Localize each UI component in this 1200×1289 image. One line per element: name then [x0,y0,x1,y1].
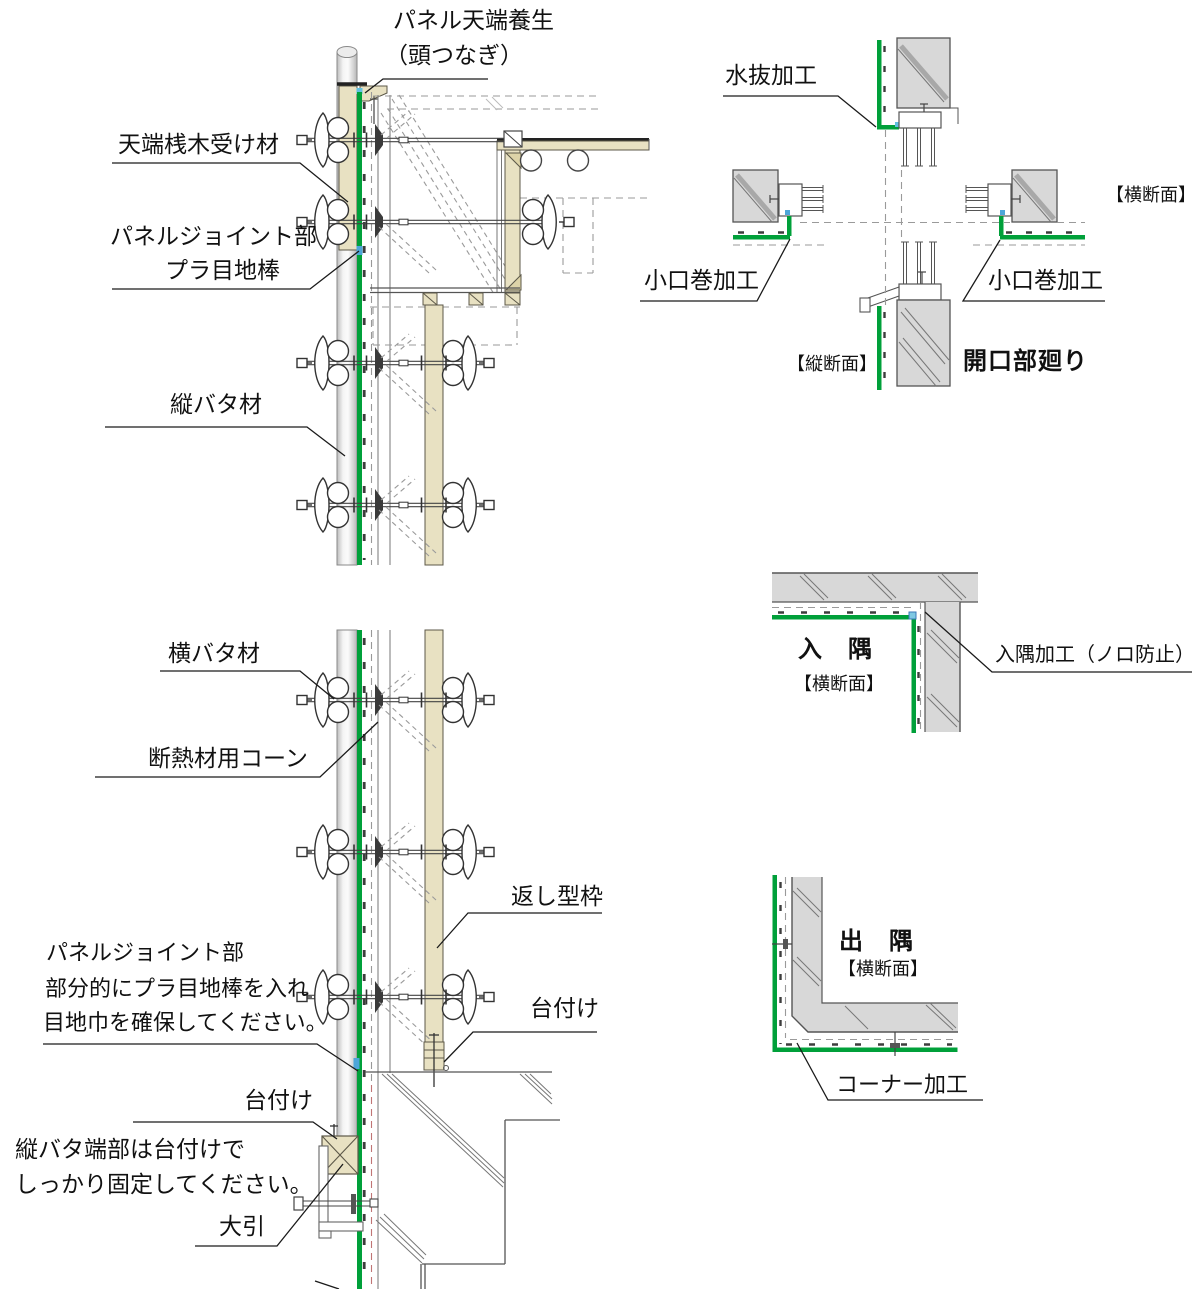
label-inside-corner-processing: 入隅加工（ノロ防止） [995,644,1195,666]
label-corner-processing: コーナー加工 [836,1072,969,1097]
inside-corner-hatch [799,573,967,728]
label-top-batten-receiver: 天端桟木受け材 [118,131,279,157]
slab-dashed-lines [373,95,649,274]
panel-face-green-lower [357,630,362,1289]
note-fix-line1: 縦バタ端部は台付けで [15,1136,245,1162]
wall-section-drawing [293,46,650,1289]
label-horizontal-waler: 横バタ材 [168,640,260,666]
note-joint-line2: 部分的にプラ目地棒を入れ [45,976,310,1001]
caption-vertical-section: 【縦断面】 [787,354,877,374]
panel-face-green-upper [357,92,362,565]
title-outside-corner: 出 隅 [839,928,914,955]
title-opening-detail: 開口部廻り [963,348,1088,375]
label-panel-top-care-2: （頭つなぎ） [385,42,523,68]
footing-outline [365,1071,560,1289]
label-plastic-joint-bar: プラ目地棒 [165,257,280,283]
caption-cross-section-outside: 【横断面】 [838,959,928,979]
concrete-sill [896,299,951,387]
opposite-form-wall [370,138,650,346]
inside-corner-green-v [911,615,916,733]
leader-lines [43,78,1192,1289]
outside-corner-green-v [772,875,777,1052]
note-fix-line2: しっかり固定してください。 [15,1171,313,1197]
inside-corner-drawing [772,572,978,733]
label-panel-joint: パネルジョイント部 [110,223,317,249]
opening-detail-drawing [732,37,1085,390]
title-inside-corner: 入 隅 [798,636,873,663]
jamb-left-fins [802,185,824,213]
note-joint-line1: パネルジョイント部 [46,940,245,965]
label-insulation-cone: 断熱材用コーン [148,745,308,771]
caption-cross-section-inside: 【横断面】 [794,674,884,694]
outside-corner-green-h [772,1047,958,1052]
outside-corner-drawing [772,875,958,1056]
noro-stopper-blue [908,611,917,620]
caption-cross-section-opening: 【横断面】 [1106,185,1196,205]
water-drain-green [877,125,899,130]
label-edge-wrap-left: 小口巻加工 [644,267,759,293]
diagonal-braces [380,94,514,295]
light-hatch [485,96,504,111]
opening-dashed-connectors [733,130,1085,306]
jamb-right-fins [965,185,988,213]
label-vertical-waler: 縦バタ材 [170,391,262,417]
label-panel-top-care-1: パネル天端養生 [393,7,554,33]
outside-corner-hatch [792,887,957,1031]
return-form-plank-lower [424,629,444,1043]
label-base-mount-right: 台付け [530,995,599,1021]
label-water-drain: 水抜加工 [725,62,817,88]
base-mount-block-right [423,1033,449,1087]
panel-joint-blue-mark [356,246,363,255]
header-frame-fins [901,128,937,167]
sill-frame-fins [901,241,937,284]
inside-corner-green-h [772,615,916,620]
label-base-mount-left: 台付け [244,1087,313,1113]
label-edge-wrap-right: 小口巻加工 [988,267,1103,293]
footing-hatch [375,1073,553,1264]
label-sleeper: 大引 [219,1213,265,1239]
return-form-plank-upper [424,304,444,566]
label-return-form: 返し型枠 [511,883,603,909]
panel-joint-blue-mark-lower [353,1058,360,1069]
note-joint-line3: 目地巾を確保してください。 [43,1010,328,1035]
